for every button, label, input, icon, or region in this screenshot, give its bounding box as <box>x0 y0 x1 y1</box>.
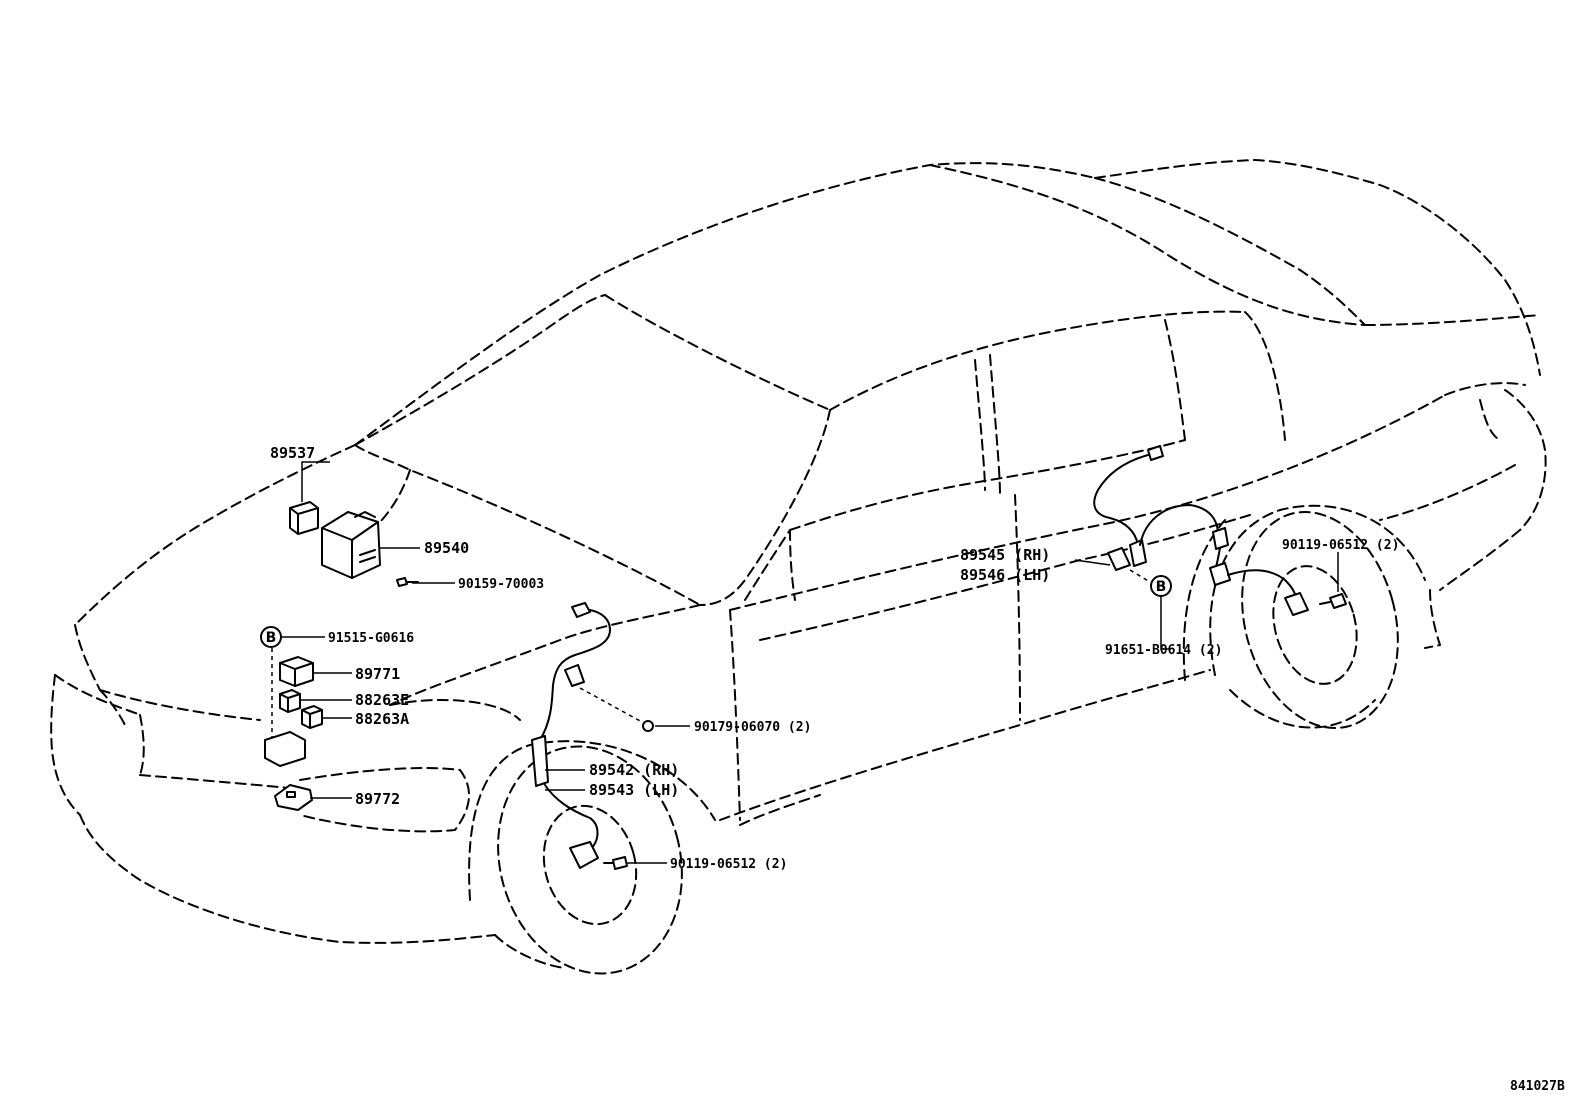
bolt-90119-front-icon <box>603 856 628 870</box>
relay-89537-icon <box>289 501 319 535</box>
bolt-90119-rear-icon <box>1319 593 1347 609</box>
label-88263e: 88263E <box>355 691 409 709</box>
nut-90179-icon <box>642 720 654 732</box>
relay-block-icon <box>264 731 306 767</box>
reference-number: 841027B <box>1510 1079 1565 1094</box>
abs-ecu-89540-icon <box>321 511 381 579</box>
bracket-89772-icon <box>274 784 313 811</box>
label-88263a: 88263A <box>355 710 409 728</box>
label-90179-06070: 90179-06070 (2) <box>694 720 811 735</box>
label-91651-b0614: 91651-B0614 (2) <box>1105 643 1222 658</box>
relay-89771-icon <box>279 656 314 687</box>
label-89542-rh: 89542 (RH) <box>589 761 679 779</box>
label-89772: 89772 <box>355 790 400 808</box>
screw-90159-icon <box>396 577 419 587</box>
callout-b-left-letter: B <box>266 630 277 646</box>
relay-88263a-icon <box>301 705 323 729</box>
label-91515-g0616: 91515-G0616 <box>328 631 414 646</box>
relay-88263e-icon <box>279 689 301 713</box>
callout-b-right: B <box>1150 575 1172 597</box>
label-90119-06512-front: 90119-06512 (2) <box>670 857 787 872</box>
callout-b-right-letter: B <box>1156 579 1167 595</box>
rear-speed-sensor-89545-icon <box>1093 445 1309 616</box>
callout-b-left: B <box>260 626 282 648</box>
label-90159-70003: 90159-70003 <box>458 577 544 592</box>
label-89545-rh: 89545 (RH) <box>960 546 1050 564</box>
label-89540: 89540 <box>424 539 469 557</box>
label-90119-06512-rear: 90119-06512 (2) <box>1282 538 1399 553</box>
label-89543-lh: 89543 (LH) <box>589 781 679 799</box>
label-89546-lh: 89546 (LH) <box>960 566 1050 584</box>
label-89537: 89537 <box>270 444 315 462</box>
label-89771: 89771 <box>355 665 400 683</box>
front-speed-sensor-89542-icon <box>531 602 611 869</box>
